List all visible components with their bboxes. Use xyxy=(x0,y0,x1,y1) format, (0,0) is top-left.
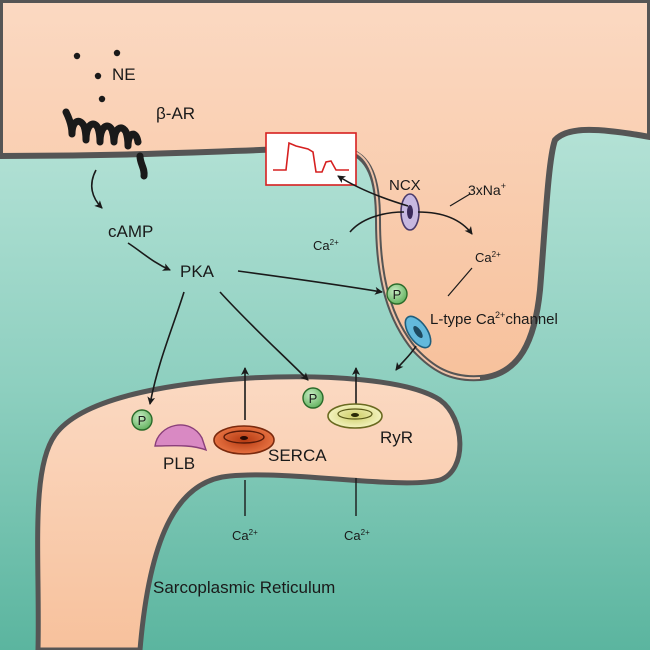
ca-label-serca: Ca2+ xyxy=(232,528,258,543)
ltype-channel xyxy=(404,315,432,349)
ltype-pore xyxy=(413,326,423,338)
serca-label: SERCA xyxy=(268,446,327,465)
ncx-label: NCX xyxy=(389,177,421,194)
plb-label: PLB xyxy=(163,454,195,473)
ne-molecules xyxy=(73,49,121,103)
trace-line xyxy=(273,141,349,173)
phospho-label: P xyxy=(138,413,147,428)
ne-dot xyxy=(94,72,102,80)
ltype-phospho: P xyxy=(386,283,408,305)
phospho-icon xyxy=(386,283,408,305)
arrow-ncx-to-trace xyxy=(337,175,409,207)
ca-label-ltype: Ca2+ xyxy=(475,250,501,265)
arrow-pka-to-ryr xyxy=(219,291,309,381)
ltype-label: L-type Ca2+channel xyxy=(430,310,558,328)
beta-ar-tail xyxy=(136,152,148,180)
ca-label-ncx: Ca2+ xyxy=(313,238,339,253)
ryr-pore xyxy=(351,413,359,417)
phospho-icon xyxy=(131,409,153,431)
arrow-ncx-to-na xyxy=(417,211,473,235)
beta-ar-receptor-icon xyxy=(62,108,142,150)
serca xyxy=(213,425,275,455)
ryr-inner-ring xyxy=(337,408,373,420)
ne-dot xyxy=(113,49,121,57)
sr-label: Sarcoplasmic Reticulum xyxy=(153,578,335,597)
serca-pore xyxy=(240,436,248,440)
calcium-transient-trace xyxy=(265,132,357,186)
phospho-label: P xyxy=(309,391,318,406)
beta-ar-label: β-AR xyxy=(156,104,195,123)
ne-label: NE xyxy=(112,65,136,84)
camp-label: cAMP xyxy=(108,222,153,241)
arrow-camp-to-pka xyxy=(127,242,171,271)
ne-dot xyxy=(98,95,106,103)
arrow-receptor-to-camp xyxy=(90,169,103,209)
pka-label: PKA xyxy=(180,262,215,281)
signaling-arrows xyxy=(90,169,383,405)
ncx-pore xyxy=(407,205,413,219)
phospho-icon xyxy=(302,387,324,409)
arrow-pka-to-plb xyxy=(147,291,185,405)
ca-label-ryr: Ca2+ xyxy=(344,528,370,543)
sarcoplasmic-reticulum xyxy=(35,374,463,650)
arrow-ca-to-ncx xyxy=(349,211,405,233)
sr-calcium-fluxes xyxy=(241,367,360,516)
ryr-label: RyR xyxy=(380,428,413,447)
ltype-ca-leader-line xyxy=(447,267,473,297)
ryr: P xyxy=(302,387,383,429)
na-leader-line xyxy=(449,193,471,207)
na-label: 3xNa+ xyxy=(468,181,506,198)
ne-dot xyxy=(73,52,81,60)
trace-box xyxy=(265,132,357,186)
phospho-label: P xyxy=(393,287,402,302)
arrow-ltype-to-sr xyxy=(395,345,417,371)
serca-inner-ring xyxy=(223,430,265,444)
plb: P xyxy=(131,409,208,452)
arrow-pka-to-ltype xyxy=(237,270,383,295)
plb-icon xyxy=(154,424,208,452)
